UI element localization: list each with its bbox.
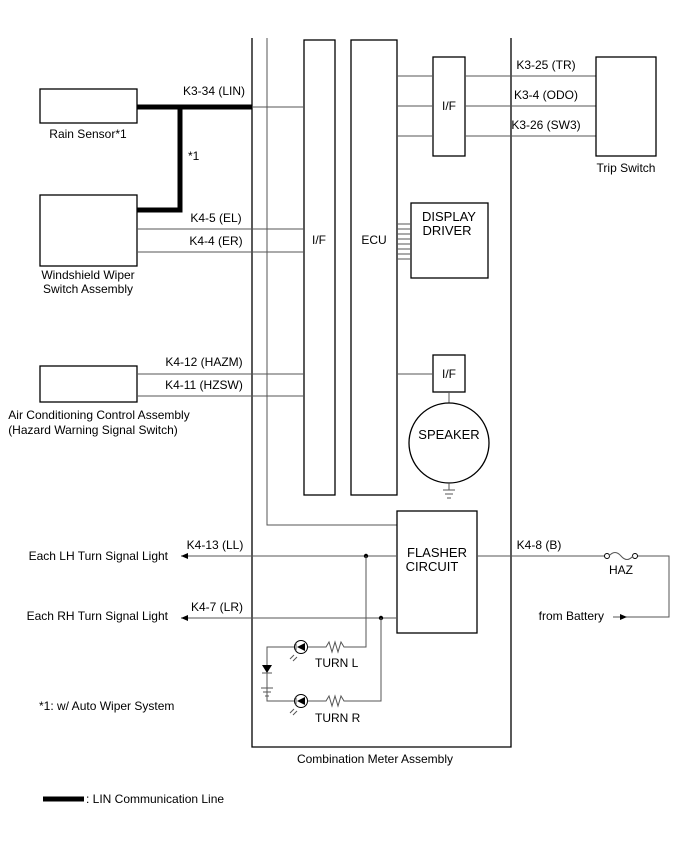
battery-arrow-icon [620,614,627,620]
wiper-switch-label-1: Windshield Wiper [41,268,134,282]
turn-r-led-icon [289,694,315,716]
rh-light-label: Each RH Turn Signal Light [27,609,169,623]
terminal-sw3: K3-26 (SW3) [511,118,580,132]
turn-common-wire [266,646,294,702]
battery-line [613,555,670,618]
display-driver-box [410,202,489,279]
speaker-label: SPEAKER [418,427,479,442]
turn-r-wire [348,618,382,702]
turn-r-resistor-icon [315,694,348,708]
wiper-switch-label-2: Switch Assembly [43,282,133,296]
turn-l-wire [348,556,367,648]
terminal-b: K4-8 (B) [517,538,562,552]
haz-fuse-label: HAZ [609,563,633,577]
ac-control-box [39,365,138,403]
speaker-ground-icon [443,483,455,499]
ll-arrow-icon [181,553,188,559]
display-driver-label-1: DISPLAY [422,209,476,224]
lr-arrow-icon [181,615,188,621]
internal-flasher-line [266,38,397,526]
rain-sensor-box [39,88,138,124]
terminal-hzsw: K4-11 (HZSW) [165,378,243,392]
terminal-er: K4-4 (ER) [189,234,242,248]
lh-light-label: Each LH Turn Signal Light [29,549,169,563]
terminal-lin: K3-34 (LIN) [183,84,245,98]
terminal-tr: K3-25 (TR) [516,58,575,72]
lin-note-star: *1 [188,149,200,163]
flasher-label-1: FLASHER [407,545,467,560]
terminal-hazm: K4-12 (HAZM) [165,355,242,369]
ecu-bar [350,39,398,496]
if-bar [303,39,336,496]
display-driver-label-2: DRIVER [422,223,471,238]
turn-l-led-icon [289,640,315,662]
rain-sensor-label: Rain Sensor*1 [49,127,127,141]
flasher-box [396,510,478,634]
speaker-circle [408,402,490,484]
turn-l-label: TURN L [315,656,359,670]
terminal-lr: K4-7 (LR) [191,600,243,614]
trip-if-label: I/F [442,99,456,113]
flasher-label-2: CIRCUIT [406,559,459,574]
terminal-odo: K3-4 (ODO) [514,88,578,102]
trip-switch-box [595,56,657,157]
legend-lin-label: : LIN Communication Line [86,792,224,806]
haz-fuse-icon [604,552,638,560]
turn-r-label: TURN R [315,711,361,725]
turn-diode-icon [262,665,272,674]
display-driver-bus [397,223,411,260]
ac-control-label-1: Air Conditioning Control Assembly [8,408,189,422]
footnote-auto-wiper: *1: w/ Auto Wiper System [39,699,174,713]
lin-branch-line [137,107,183,213]
ac-control-label-2: (Hazard Warning Signal Switch) [8,423,178,437]
trip-switch-label: Trip Switch [597,161,656,175]
from-battery-label: from Battery [539,609,604,623]
terminal-ll: K4-13 (LL) [187,538,244,552]
turn-l-resistor-icon [315,640,348,654]
terminal-el: K4-5 (EL) [190,211,241,225]
turn-ground-icon [261,687,273,701]
meter-assembly-label: Combination Meter Assembly [297,752,453,766]
speaker-if-label: I/F [442,367,456,381]
wiper-switch-box [39,194,138,267]
ecu-bar-label: ECU [361,233,386,247]
if-bar-label: I/F [312,233,326,247]
